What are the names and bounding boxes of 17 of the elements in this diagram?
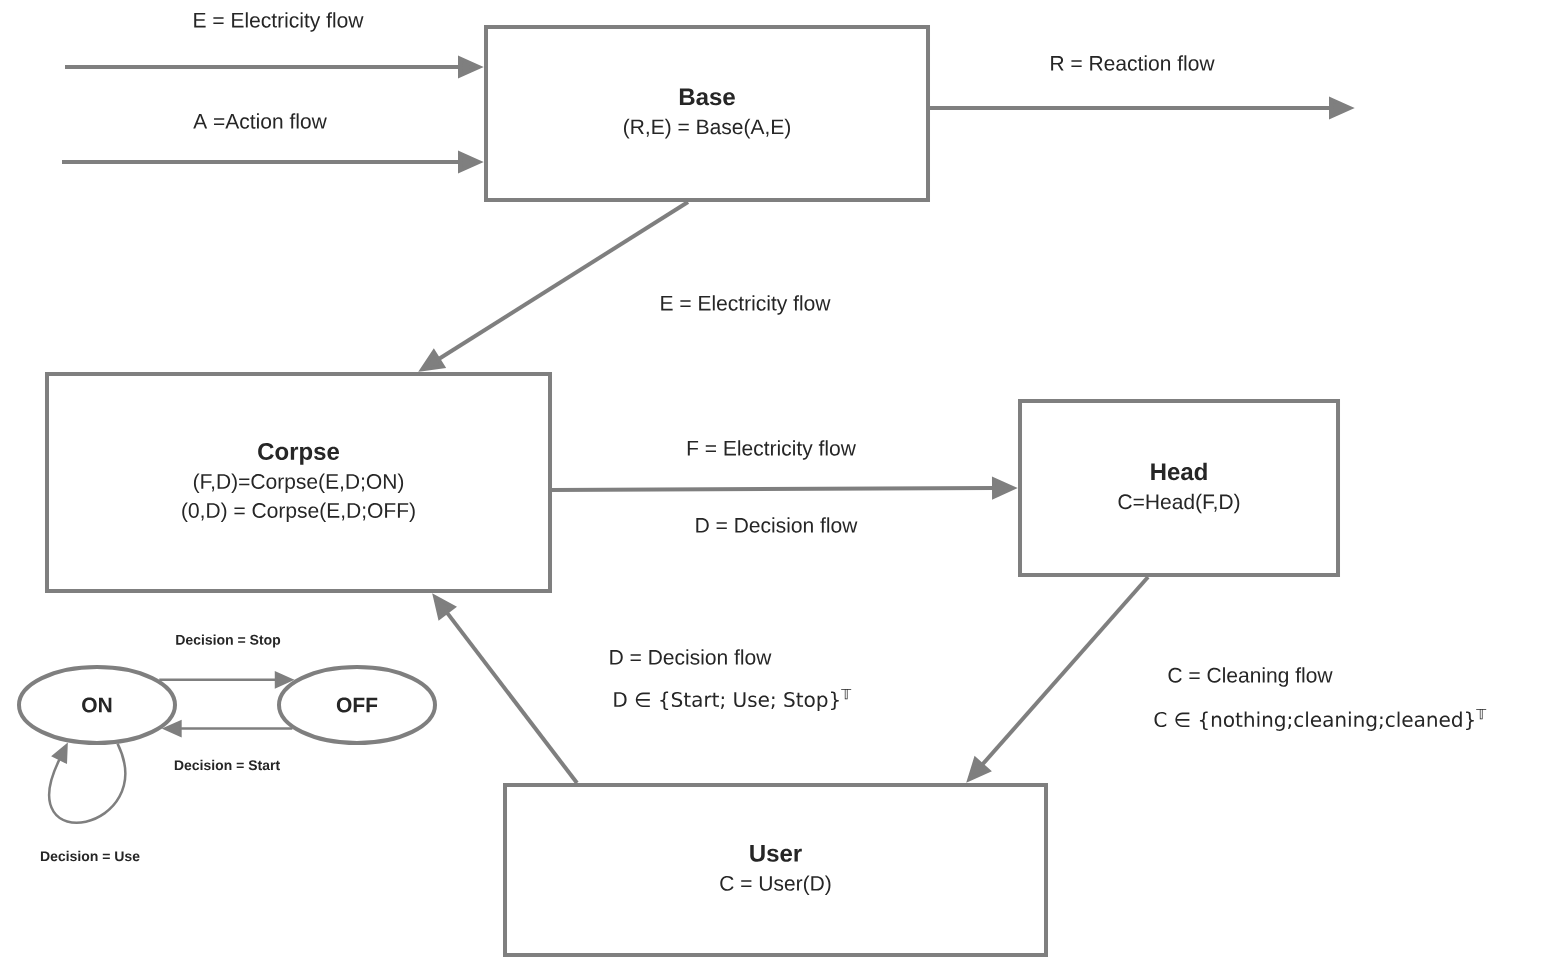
flow-note: C ∈ {nothing;cleaning;cleaned}$^{𝕋}$: [1152, 708, 1488, 732]
edge-label: F = Electricity flow: [685, 439, 857, 461]
edge-label: E = Electricity flow: [658, 294, 832, 316]
process-box: Base (R,E) = Base(A,E): [484, 25, 930, 202]
process-box: User C = User(D): [503, 783, 1048, 957]
process-box: Corpse (F,D)=Corpse(E,D;ON) (0,D) = Corpse(E,D;OFF): [45, 372, 552, 593]
flow-note: D ∈ {Start; Use; Stop}$^{𝕋}$: [611, 688, 853, 712]
edge-label: Decision = Start: [172, 758, 282, 772]
flow-note: D = Decision flow: [693, 516, 859, 534]
edge-label: R = Reaction flow: [1048, 54, 1216, 72]
edge-label: D = Decision flow: [607, 648, 773, 666]
edge-label: E = Electricity flow: [191, 11, 365, 33]
edge-label: C = Cleaning flow: [1166, 666, 1334, 688]
process-box: Head C=Head(F,D): [1018, 399, 1340, 577]
edge-label: A =Action flow: [192, 112, 328, 130]
edge-label: Decision = Use: [39, 849, 141, 863]
edge-label: Decision = Stop: [174, 633, 282, 649]
